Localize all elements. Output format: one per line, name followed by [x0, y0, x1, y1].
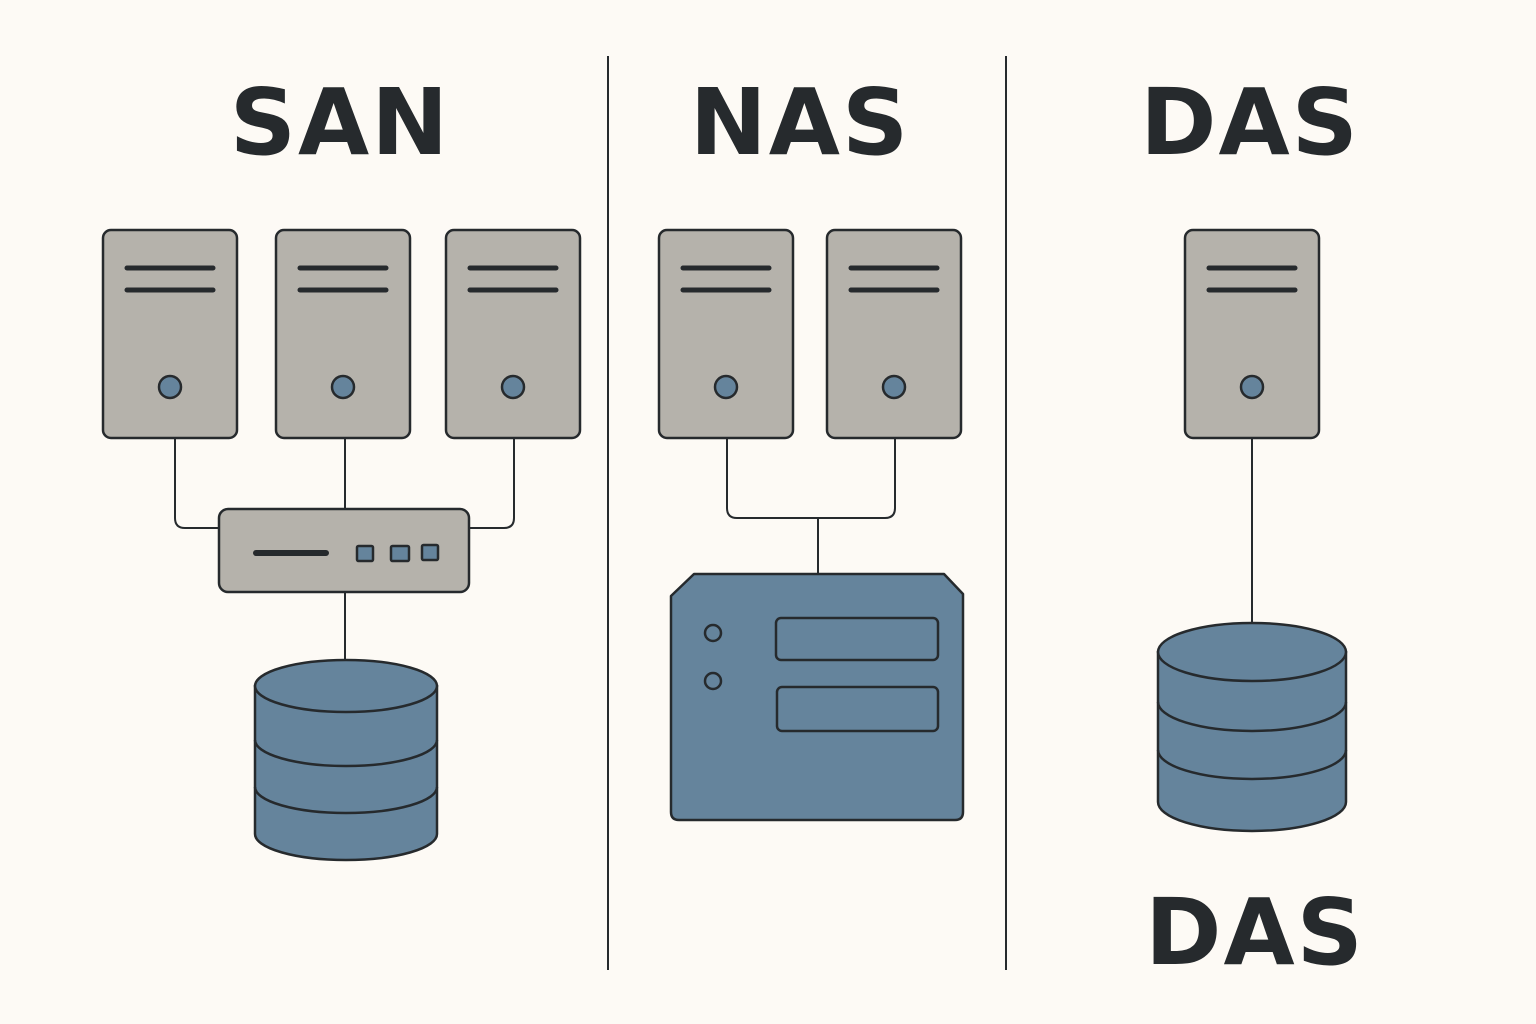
- san-database-icon: [253, 658, 439, 862]
- das-database-icon: [1156, 621, 1348, 833]
- nas-connections: [726, 438, 896, 574]
- das-server-icon: [1185, 230, 1319, 438]
- san-connections: [174, 438, 515, 660]
- section-caption-das: DAS: [1145, 879, 1365, 986]
- san-server-2-icon: [276, 230, 410, 438]
- nas-device-icon: [669, 572, 965, 822]
- san-server-1-icon: [103, 230, 237, 438]
- nas-server-1-icon: [659, 230, 793, 438]
- san-server-3-icon: [446, 230, 580, 438]
- network-switch-icon: [217, 507, 471, 594]
- nas-server-2-icon: [827, 230, 961, 438]
- section-title-san: SAN: [229, 69, 451, 176]
- section-title-das: DAS: [1140, 69, 1360, 176]
- section-title-nas: NAS: [689, 69, 911, 176]
